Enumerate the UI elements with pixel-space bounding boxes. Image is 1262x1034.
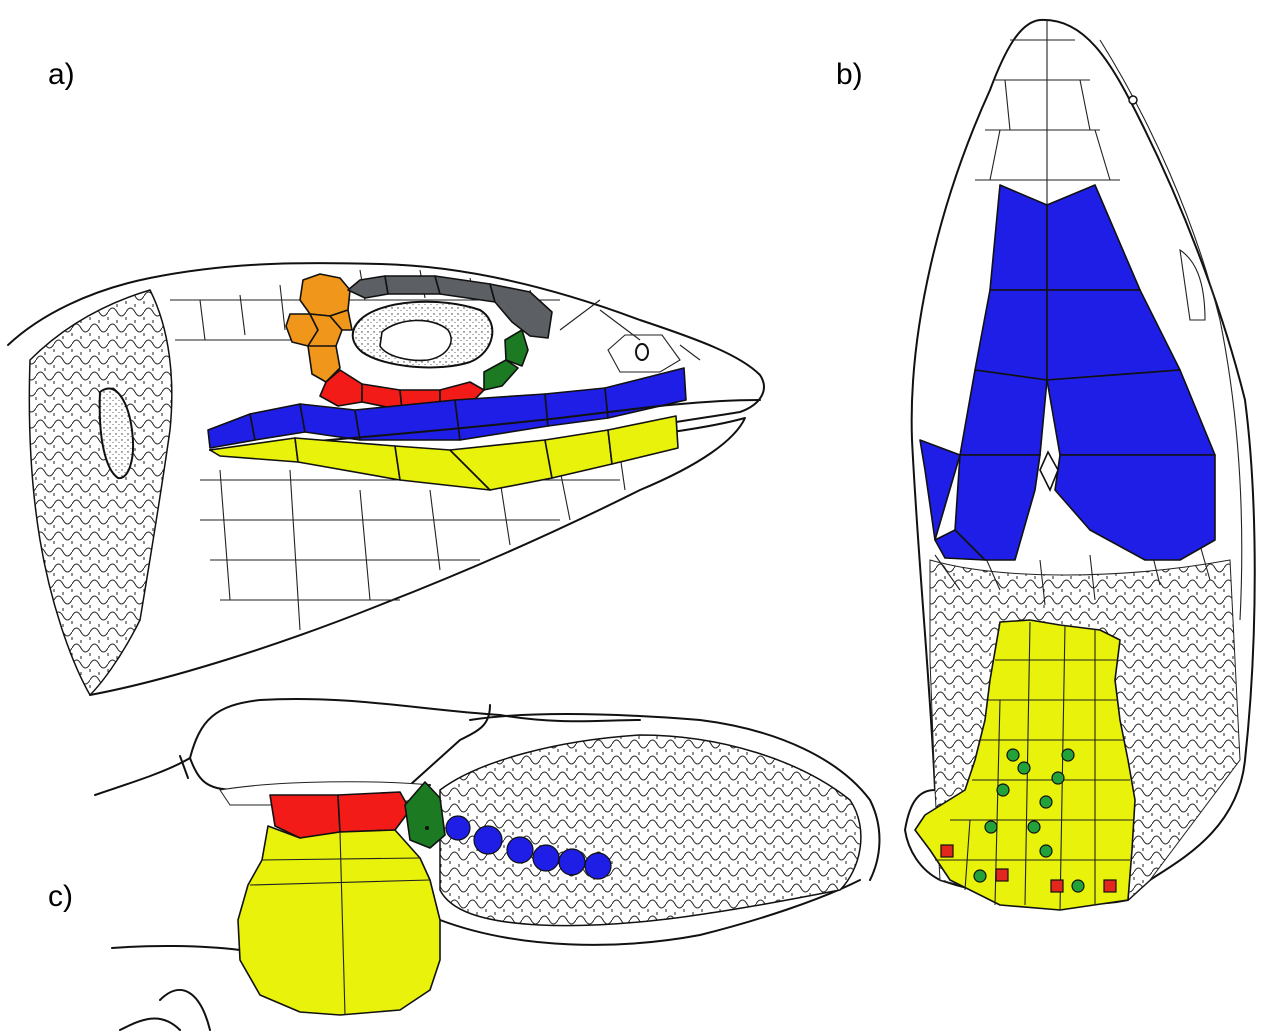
green-circle-marker <box>1040 796 1052 808</box>
blue-scale <box>533 845 559 871</box>
blue-scale <box>507 837 533 863</box>
green-circle-marker <box>1040 845 1052 857</box>
green-circle-marker <box>1028 821 1040 833</box>
green-circle-marker <box>1072 880 1084 892</box>
panel-a-nostril <box>636 344 648 360</box>
panel-c-side-scales <box>440 735 861 926</box>
panel-c-lateral-head <box>95 699 879 1030</box>
green-circle-marker <box>1052 772 1064 784</box>
panel-a-neck-scales <box>29 290 172 695</box>
panel-a-label: a) <box>48 58 75 91</box>
panel-c-yellow-scales <box>238 826 440 1015</box>
red-square-marker <box>996 869 1008 881</box>
panel-a-orange-scales <box>286 274 352 382</box>
panel-b-nostril <box>1129 96 1137 104</box>
red-square-marker <box>941 845 953 857</box>
green-circle-marker <box>985 821 997 833</box>
panel-c-label: c) <box>48 880 73 913</box>
blue-scale <box>585 853 611 879</box>
green-circle-marker <box>1007 749 1019 761</box>
red-square-marker <box>1104 880 1116 892</box>
panel-b-ventral-head <box>905 20 1255 910</box>
blue-scale <box>559 849 585 875</box>
blue-scale <box>446 816 470 840</box>
green-circle-marker <box>1018 762 1030 774</box>
red-square-marker <box>1051 880 1063 892</box>
green-circle-marker <box>997 784 1009 796</box>
panel-c-green-scale-dot <box>425 826 429 830</box>
panel-c-top-line <box>190 705 490 790</box>
panel-b-label: b) <box>836 58 863 91</box>
blue-scale <box>474 826 502 854</box>
green-circle-marker <box>1062 749 1074 761</box>
panel-b-blue-chin-shields <box>920 185 1215 560</box>
panel-a-lateral-head <box>8 263 764 695</box>
panel-a-eye <box>353 302 493 368</box>
green-circle-marker <box>974 870 986 882</box>
